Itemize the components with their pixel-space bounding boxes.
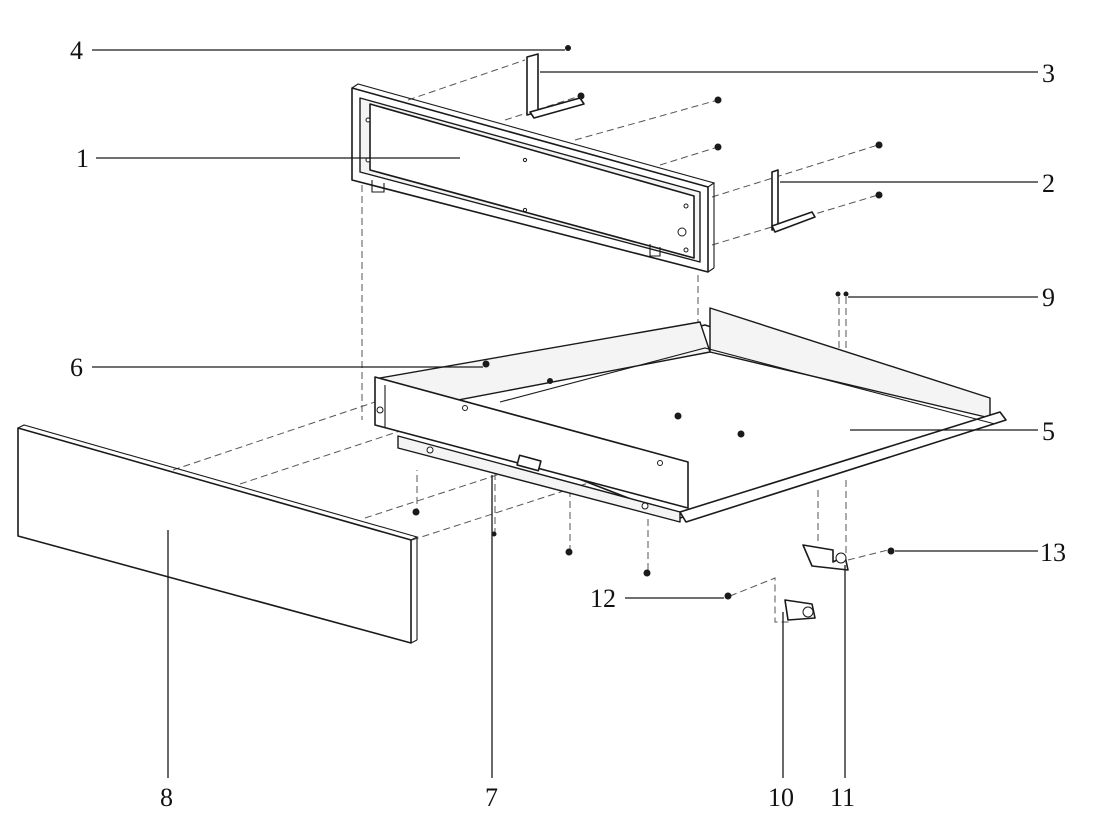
callout-11: 11	[830, 783, 855, 812]
callout-6: 6	[70, 353, 83, 382]
hinge-bracket-left	[784, 599, 816, 621]
front-glass-panel	[17, 424, 419, 644]
callout-10: 10	[768, 783, 794, 812]
callout-3: 3	[1042, 59, 1055, 88]
callout-1: 1	[76, 144, 89, 173]
callout-9: 9	[1042, 283, 1055, 312]
callout-7: 7	[485, 783, 498, 812]
hinge-bracket-right	[802, 544, 849, 571]
callout-12: 12	[590, 584, 616, 613]
screws	[412, 45, 895, 600]
drawer-tray	[374, 307, 1007, 523]
callout-labels: 4 3 1 2 9 6 5 13 12 8 7 10 11	[70, 36, 1066, 812]
callout-4: 4	[70, 36, 83, 65]
leader-lines	[92, 49, 1038, 778]
bracket-large	[526, 53, 585, 119]
callout-5: 5	[1042, 417, 1055, 446]
callout-2: 2	[1042, 169, 1055, 198]
callout-8: 8	[160, 783, 173, 812]
door-frame	[351, 83, 716, 273]
bracket-small	[771, 169, 816, 233]
callout-13: 13	[1040, 538, 1066, 567]
